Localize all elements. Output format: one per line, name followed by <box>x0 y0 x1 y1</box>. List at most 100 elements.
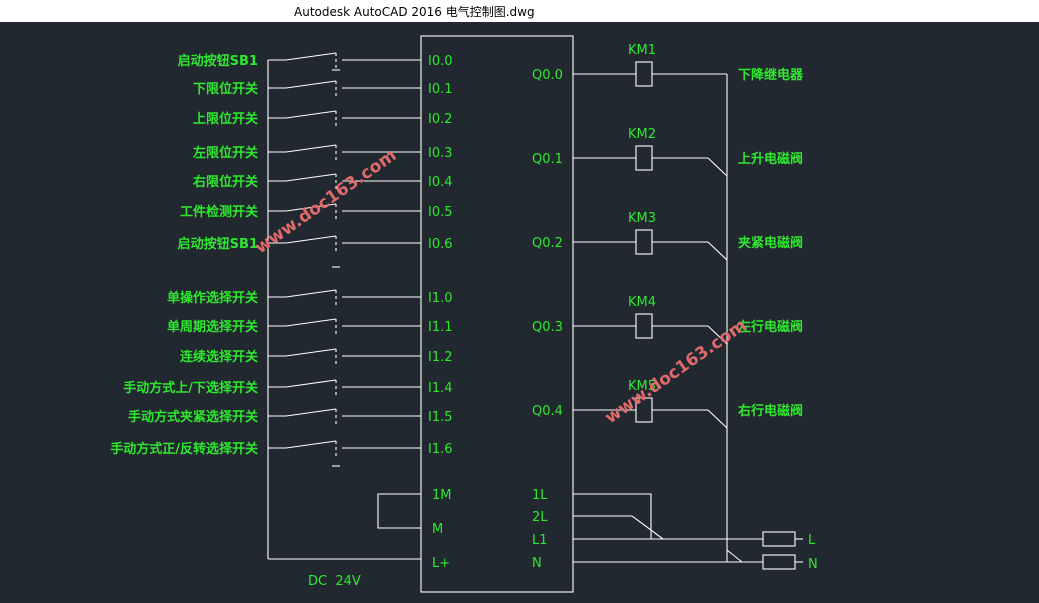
1l-wire <box>573 493 652 539</box>
input-row: 工件检测开关 I0.5 <box>180 203 453 221</box>
output-row: Q0.1 KM2 上升电磁阀 <box>532 127 803 177</box>
switch-contact <box>285 235 337 244</box>
switch-contact <box>285 440 337 449</box>
switch-contact <box>285 348 337 357</box>
line-label-n: N <box>808 557 818 572</box>
input-label: 左限位开关 <box>193 145 258 161</box>
input-row: 右限位开关 I0.4 <box>192 173 453 191</box>
terminal-m: M <box>432 522 443 537</box>
terminal-2l: 2L <box>532 510 548 525</box>
coil-label: KM4 <box>628 295 656 310</box>
window-title: Autodesk AutoCAD 2016 电气控制图.dwg <box>294 5 535 19</box>
input-address: I1.6 <box>428 442 453 457</box>
switch-contact <box>285 80 337 89</box>
input-rows: 启动按钮SB1 I0.0 下限位开关 I0.1 上限位开关 I0.2 左限位开关 I0.3 右限… <box>110 52 453 467</box>
input-address: I0.0 <box>428 54 453 69</box>
fuse-n <box>762 554 796 570</box>
output-address: Q0.0 <box>532 68 563 83</box>
input-row: 单操作选择开关 I1.0 <box>167 289 453 307</box>
output-row: Q0.0 KM1 下降继电器 <box>532 43 804 87</box>
input-label: 手动方式夹紧选择开关 <box>128 409 258 425</box>
plc-module <box>420 35 574 593</box>
output-address: Q0.1 <box>532 152 563 167</box>
supply-label: DC 24V <box>308 574 361 589</box>
output-row: Q0.3 KM4 左行电磁阀 <box>532 295 803 345</box>
input-row: 手动方式正/反转选择开关 I1.6 <box>110 440 453 458</box>
switch-contact <box>285 203 337 212</box>
input-address: I0.3 <box>428 146 453 161</box>
output-row: Q0.2 KM3 夹紧电磁阀 <box>532 211 803 261</box>
input-label: 单操作选择开关 <box>167 290 258 306</box>
coil <box>635 313 653 339</box>
switch-contact <box>285 289 337 298</box>
output-rows: Q0.0 KM1 下降继电器 Q0.1 KM2 上升电磁阀 Q0.2 KM3 夹紧电磁阀 Q0.3… <box>532 43 804 429</box>
input-address: I0.6 <box>428 237 453 252</box>
input-label: 手动方式上/下选择开关 <box>123 380 258 396</box>
coil-label: KM3 <box>628 211 656 226</box>
output-label: 下降继电器 <box>738 67 804 83</box>
input-label: 启动按钮SB1 <box>178 236 258 252</box>
output-label: 夹紧电磁阀 <box>738 235 803 251</box>
output-address: Q0.2 <box>532 236 563 251</box>
input-row: 上限位开关 I0.2 <box>193 110 453 128</box>
drawing-canvas[interactable]: 启动按钮SB1 I0.0 下限位开关 I0.1 上限位开关 I0.2 左限位开关 I0.3 右限… <box>0 22 1039 603</box>
terminal-lplus: L+ <box>432 556 450 571</box>
coil <box>635 229 653 255</box>
input-label: 单周期选择开关 <box>167 319 258 335</box>
fuse-l <box>762 531 796 547</box>
switch-contact <box>285 144 337 153</box>
input-row: 下限位开关 I0.1 <box>193 80 453 98</box>
coil-label: KM1 <box>628 43 656 58</box>
m-jumper-wire <box>377 493 421 529</box>
input-label: 工件检测开关 <box>180 204 258 220</box>
input-row: 启动按钮SB1 I0.0 <box>178 52 453 70</box>
input-address: I1.4 <box>428 381 453 396</box>
input-label: 右限位开关 <box>192 174 258 190</box>
input-address: I1.1 <box>428 320 453 335</box>
terminal-1m: 1M <box>432 488 452 503</box>
output-row: Q0.4 KM5 右行电磁阀 <box>532 379 803 429</box>
input-address: I0.2 <box>428 112 453 127</box>
output-address: Q0.3 <box>532 320 563 335</box>
input-row: 单周期选择开关 I1.1 <box>167 318 453 336</box>
input-row: 手动方式夹紧选择开关 I1.5 <box>128 408 453 426</box>
switch-contact <box>285 52 337 61</box>
switch-contact <box>285 318 337 327</box>
input-address: I0.1 <box>428 82 453 97</box>
terminal-l1: L1 <box>532 533 548 548</box>
output-label: 右行电磁阀 <box>737 403 803 419</box>
watermark: www.doc163.com <box>601 315 750 428</box>
switch-contact <box>285 110 337 119</box>
input-label: 上限位开关 <box>193 111 258 127</box>
coil <box>635 61 653 87</box>
input-row: 左限位开关 I0.3 <box>193 144 453 162</box>
coil-label: KM5 <box>628 379 656 394</box>
terminal-1l: 1L <box>532 488 548 503</box>
n-tie <box>726 549 743 563</box>
input-label: 手动方式正/反转选择开关 <box>110 441 258 457</box>
coil-label: KM2 <box>628 127 656 142</box>
line-label-l: L <box>808 533 816 548</box>
output-label: 上升电磁阀 <box>738 151 803 167</box>
title-bar: Autodesk AutoCAD 2016 电气控制图.dwg <box>0 0 1039 22</box>
input-address: I1.0 <box>428 291 453 306</box>
coil <box>635 145 653 171</box>
2l-wire <box>573 515 664 540</box>
output-address: Q0.4 <box>532 404 563 419</box>
switch-contact <box>285 408 337 417</box>
input-address: I1.2 <box>428 350 453 365</box>
input-row: 连续选择开关 I1.2 <box>180 348 453 366</box>
switch-contact <box>285 173 337 182</box>
input-address: I1.5 <box>428 410 453 425</box>
input-row: 手动方式上/下选择开关 I1.4 <box>123 379 453 397</box>
input-label: 启动按钮SB1 <box>178 53 258 69</box>
watermark: www.doc163.com <box>251 145 400 258</box>
switch-contact <box>285 379 337 388</box>
input-address: I0.5 <box>428 205 453 220</box>
terminal-n: N <box>532 556 542 571</box>
output-label: 左行电磁阀 <box>738 319 803 335</box>
input-row: 启动按钮SB1 I0.6 <box>178 235 453 253</box>
input-label: 连续选择开关 <box>180 349 258 365</box>
input-address: I0.4 <box>428 175 453 190</box>
input-label: 下限位开关 <box>193 81 258 97</box>
